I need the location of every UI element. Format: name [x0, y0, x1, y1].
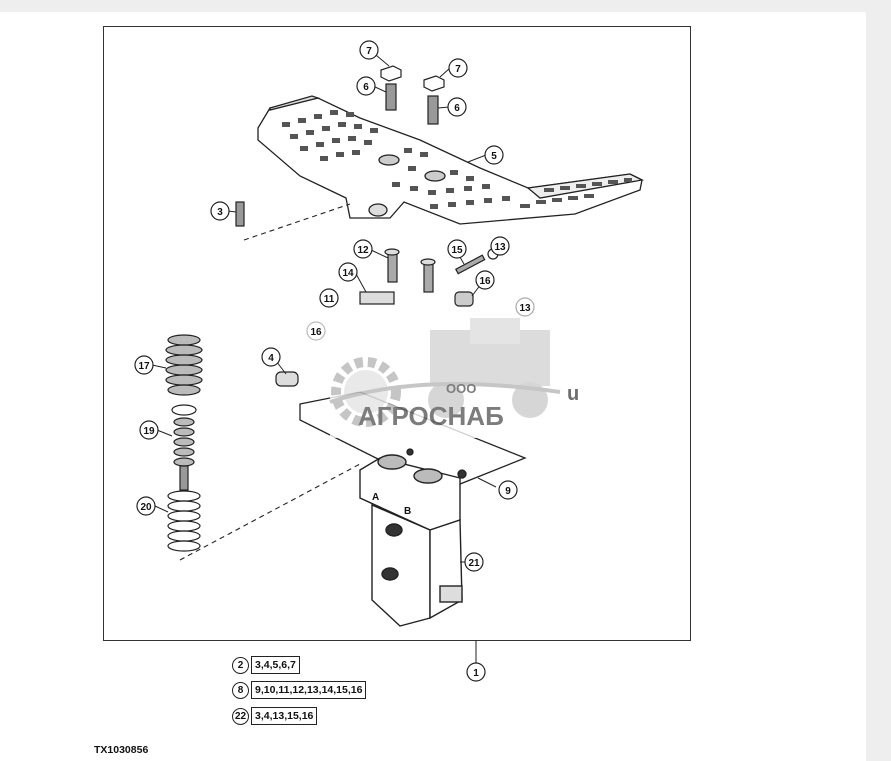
- spring-stack: [165, 334, 203, 552]
- watermark-suffix: u: [567, 383, 579, 405]
- callout-7b: 7: [455, 64, 461, 75]
- legend-parts: 3,4,13,15,16: [251, 707, 318, 725]
- callout-12: 12: [357, 245, 369, 256]
- port-a-label: A: [372, 492, 379, 503]
- legend-number: 2: [232, 656, 249, 674]
- valve-block-part: [359, 454, 463, 627]
- legend-row-8: 8 9,10,11,12,13,14,15,16: [232, 681, 367, 699]
- watermark-prefix: ООО: [446, 381, 476, 396]
- callout-20: 20: [140, 502, 152, 513]
- legend-parts: 3,4,5,6,7: [251, 656, 300, 674]
- figure-code: TX1030856: [94, 744, 149, 756]
- callout-numbers: 7 6 7 6 5 3 12 14 15 13 16 11 13 16 4 17…: [138, 46, 531, 679]
- callout-6a: 6: [363, 82, 369, 93]
- diagram-frame: [103, 26, 691, 641]
- callout-7a: 7: [366, 46, 372, 57]
- callout-17: 17: [138, 361, 150, 372]
- callout-19: 19: [143, 426, 155, 437]
- assembly-guide-lines: [179, 203, 361, 561]
- callout-16a: 16: [479, 276, 491, 287]
- callout-14: 14: [342, 268, 354, 279]
- legend-parts: 9,10,11,12,13,14,15,16: [251, 681, 367, 699]
- callout-13b: 13: [519, 303, 531, 314]
- callout-21: 21: [468, 558, 480, 569]
- legend-number: 8: [232, 681, 249, 699]
- callout-4: 4: [268, 353, 274, 364]
- callout-circles: [134, 40, 535, 682]
- callout-15: 15: [451, 245, 463, 256]
- callout-3: 3: [217, 207, 223, 218]
- legend-row-22: 22 3,4,13,15,16: [232, 707, 318, 725]
- callout-5: 5: [491, 151, 497, 162]
- foot-plate-treads: [282, 110, 632, 209]
- callout-6b: 6: [454, 103, 460, 114]
- callout-13a: 13: [494, 242, 506, 253]
- watermark-logo: ООО АГРОСНАБ u: [329, 318, 579, 438]
- watermark-name: АГРОСНАБ: [358, 401, 504, 431]
- small-hardware-parts: [275, 248, 499, 387]
- callout-16b: 16: [310, 327, 322, 338]
- callout-11: 11: [324, 294, 335, 305]
- legend-number: 22: [232, 707, 249, 725]
- callout-9: 9: [505, 486, 511, 497]
- callout-1: 1: [473, 668, 479, 679]
- port-b-label: B: [404, 506, 411, 517]
- bolts-and-nuts: [235, 65, 445, 227]
- legend-row-2: 2 3,4,5,6,7: [232, 656, 300, 674]
